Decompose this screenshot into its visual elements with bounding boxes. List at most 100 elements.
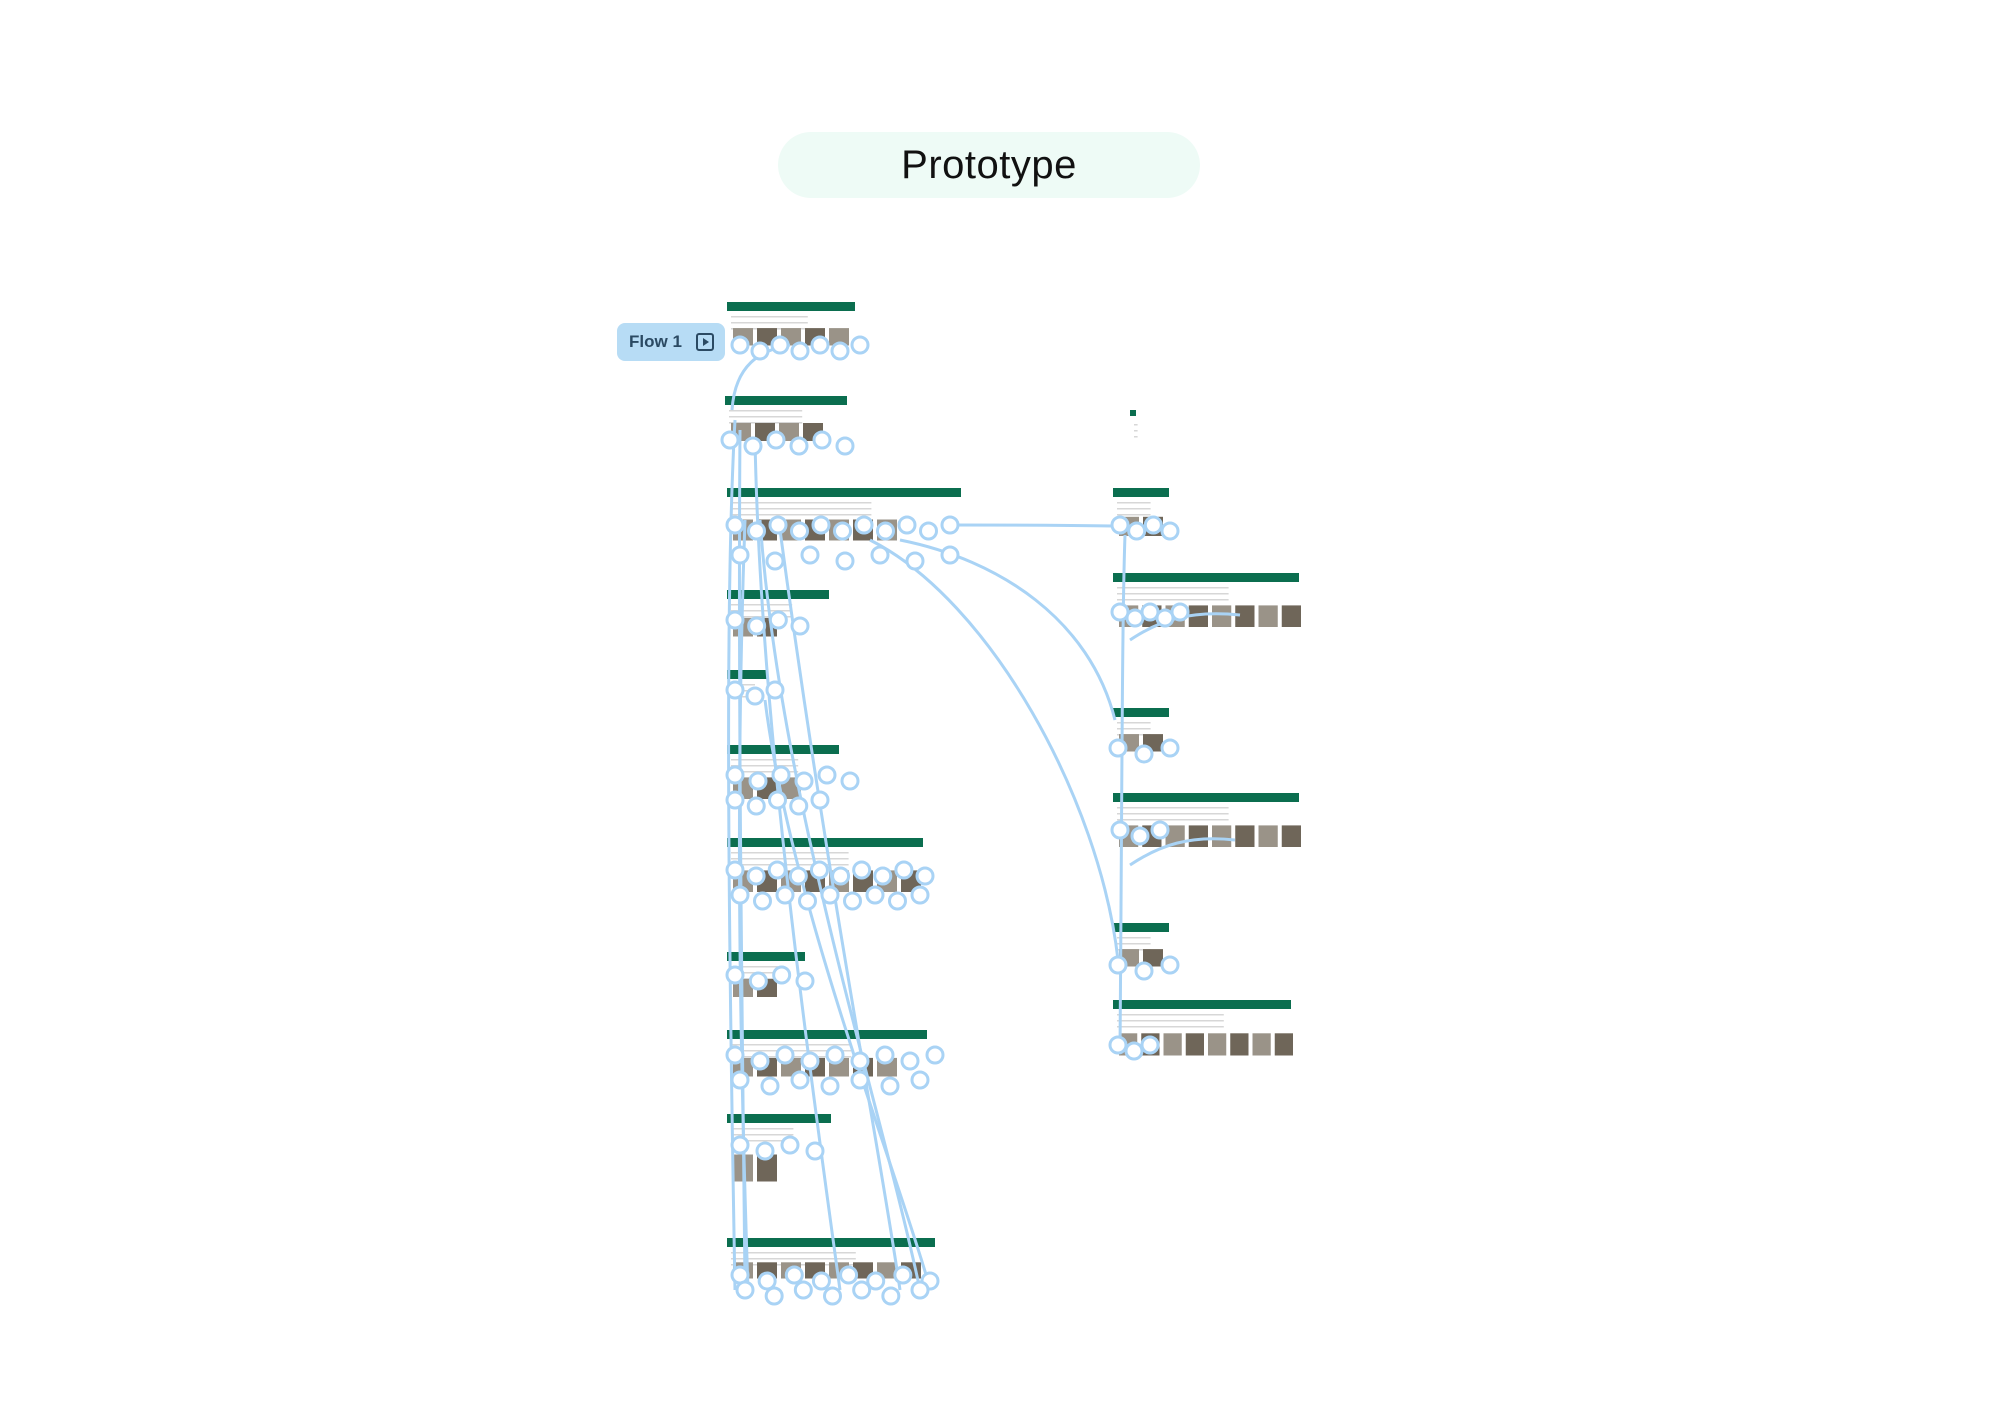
- prototype-connector[interactable]: [869, 538, 1120, 961]
- interaction-hotspot[interactable]: [766, 430, 786, 450]
- interaction-hotspot[interactable]: [768, 610, 788, 630]
- interaction-hotspot[interactable]: [794, 771, 814, 791]
- interaction-hotspot[interactable]: [725, 790, 745, 810]
- interaction-hotspot[interactable]: [768, 515, 788, 535]
- interaction-hotspot[interactable]: [746, 796, 766, 816]
- play-frame-icon[interactable]: [695, 333, 714, 351]
- interaction-hotspot[interactable]: [840, 771, 860, 791]
- interaction-hotspot[interactable]: [1160, 955, 1180, 975]
- interaction-hotspot[interactable]: [888, 891, 907, 911]
- interaction-hotspot[interactable]: [876, 521, 895, 541]
- prototype-connector[interactable]: [1129, 837, 1236, 867]
- interaction-hotspot[interactable]: [852, 1280, 872, 1300]
- interaction-hotspot[interactable]: [811, 515, 831, 535]
- interaction-hotspot[interactable]: [839, 1265, 859, 1285]
- interaction-hotspot[interactable]: [755, 1141, 775, 1161]
- interaction-hotspot[interactable]: [1140, 1035, 1160, 1055]
- interaction-hotspot[interactable]: [1110, 820, 1130, 840]
- interaction-hotspot[interactable]: [850, 1051, 870, 1071]
- prototype-connector[interactable]: [753, 439, 842, 1291]
- interaction-hotspot[interactable]: [730, 335, 750, 355]
- interaction-hotspot[interactable]: [1124, 1041, 1144, 1061]
- interaction-hotspot[interactable]: [765, 551, 785, 571]
- prototype-connector[interactable]: [737, 519, 750, 1291]
- prototype-frame[interactable]: [1113, 793, 1301, 865]
- interaction-hotspot[interactable]: [811, 1271, 831, 1291]
- interaction-hotspot[interactable]: [790, 521, 809, 541]
- interaction-hotspot[interactable]: [725, 860, 745, 880]
- interaction-hotspot[interactable]: [730, 885, 750, 905]
- interaction-hotspot[interactable]: [771, 765, 791, 785]
- interaction-hotspot[interactable]: [880, 1076, 900, 1096]
- interaction-hotspot[interactable]: [900, 1051, 920, 1071]
- interaction-hotspot[interactable]: [831, 866, 851, 886]
- interaction-hotspot[interactable]: [725, 610, 745, 630]
- interaction-hotspot[interactable]: [780, 1135, 800, 1155]
- interaction-hotspot[interactable]: [865, 885, 885, 905]
- interaction-hotspot[interactable]: [725, 765, 745, 785]
- interaction-hotspot[interactable]: [825, 1045, 845, 1065]
- prototype-connector[interactable]: [763, 699, 932, 1289]
- interaction-hotspot[interactable]: [835, 436, 855, 456]
- interaction-hotspot[interactable]: [843, 891, 862, 911]
- interaction-hotspot[interactable]: [823, 1286, 842, 1306]
- interaction-hotspot[interactable]: [893, 1265, 913, 1285]
- interaction-hotspot[interactable]: [1108, 1035, 1128, 1055]
- prototype-connector[interactable]: [899, 538, 1117, 721]
- interaction-hotspot[interactable]: [720, 430, 740, 450]
- interaction-hotspot[interactable]: [850, 335, 870, 355]
- interaction-hotspot[interactable]: [800, 545, 820, 565]
- interaction-hotspot[interactable]: [910, 885, 930, 905]
- interaction-hotspot[interactable]: [790, 1070, 810, 1090]
- interaction-hotspot[interactable]: [1127, 521, 1147, 541]
- interaction-hotspot[interactable]: [915, 866, 935, 886]
- interaction-hotspot[interactable]: [730, 1070, 750, 1090]
- interaction-hotspot[interactable]: [810, 790, 830, 810]
- interaction-hotspot[interactable]: [852, 860, 872, 880]
- prototype-frame[interactable]: [725, 396, 847, 456]
- interaction-hotspot[interactable]: [764, 1286, 784, 1306]
- prototype-connector[interactable]: [949, 523, 1114, 528]
- interaction-hotspot[interactable]: [770, 335, 790, 355]
- interaction-hotspot[interactable]: [810, 335, 830, 355]
- interaction-hotspot[interactable]: [1134, 744, 1154, 764]
- interaction-hotspot[interactable]: [854, 515, 874, 535]
- interaction-hotspot[interactable]: [730, 1135, 750, 1155]
- interaction-hotspot[interactable]: [817, 765, 837, 785]
- prototype-connector[interactable]: [1118, 534, 1127, 1051]
- interaction-hotspot[interactable]: [748, 771, 768, 791]
- interaction-hotspot[interactable]: [725, 680, 745, 700]
- interaction-hotspot[interactable]: [1160, 738, 1180, 758]
- interaction-hotspot[interactable]: [775, 885, 795, 905]
- interaction-hotspot[interactable]: [745, 686, 765, 706]
- interaction-hotspot[interactable]: [790, 616, 810, 636]
- interaction-hotspot[interactable]: [905, 551, 925, 571]
- interaction-hotspot[interactable]: [873, 866, 893, 886]
- interaction-hotspot[interactable]: [940, 515, 960, 535]
- interaction-hotspot[interactable]: [768, 790, 787, 810]
- interaction-hotspot[interactable]: [1150, 820, 1170, 840]
- interaction-hotspot[interactable]: [897, 515, 917, 535]
- interaction-hotspot[interactable]: [1160, 521, 1180, 541]
- interaction-hotspot[interactable]: [790, 341, 810, 361]
- prototype-frame[interactable]: [1113, 1000, 1293, 1074]
- interaction-hotspot[interactable]: [875, 1045, 895, 1065]
- interaction-hotspot[interactable]: [725, 1045, 745, 1065]
- interaction-hotspot[interactable]: [1130, 826, 1150, 846]
- interaction-hotspot[interactable]: [730, 545, 750, 565]
- interaction-hotspot[interactable]: [940, 545, 960, 565]
- interaction-hotspot[interactable]: [793, 1280, 813, 1300]
- interaction-hotspot[interactable]: [757, 1271, 777, 1291]
- interaction-hotspot[interactable]: [784, 1265, 804, 1285]
- interaction-hotspot[interactable]: [725, 515, 745, 535]
- interaction-hotspot[interactable]: [748, 971, 768, 991]
- interaction-hotspot[interactable]: [820, 1076, 840, 1096]
- interaction-hotspot[interactable]: [1143, 515, 1163, 535]
- interaction-hotspot[interactable]: [789, 436, 809, 456]
- interaction-hotspot[interactable]: [747, 616, 767, 636]
- interaction-hotspot[interactable]: [747, 521, 766, 541]
- interaction-hotspot[interactable]: [725, 965, 745, 985]
- interaction-hotspot[interactable]: [760, 1076, 780, 1096]
- interaction-hotspot[interactable]: [753, 891, 772, 911]
